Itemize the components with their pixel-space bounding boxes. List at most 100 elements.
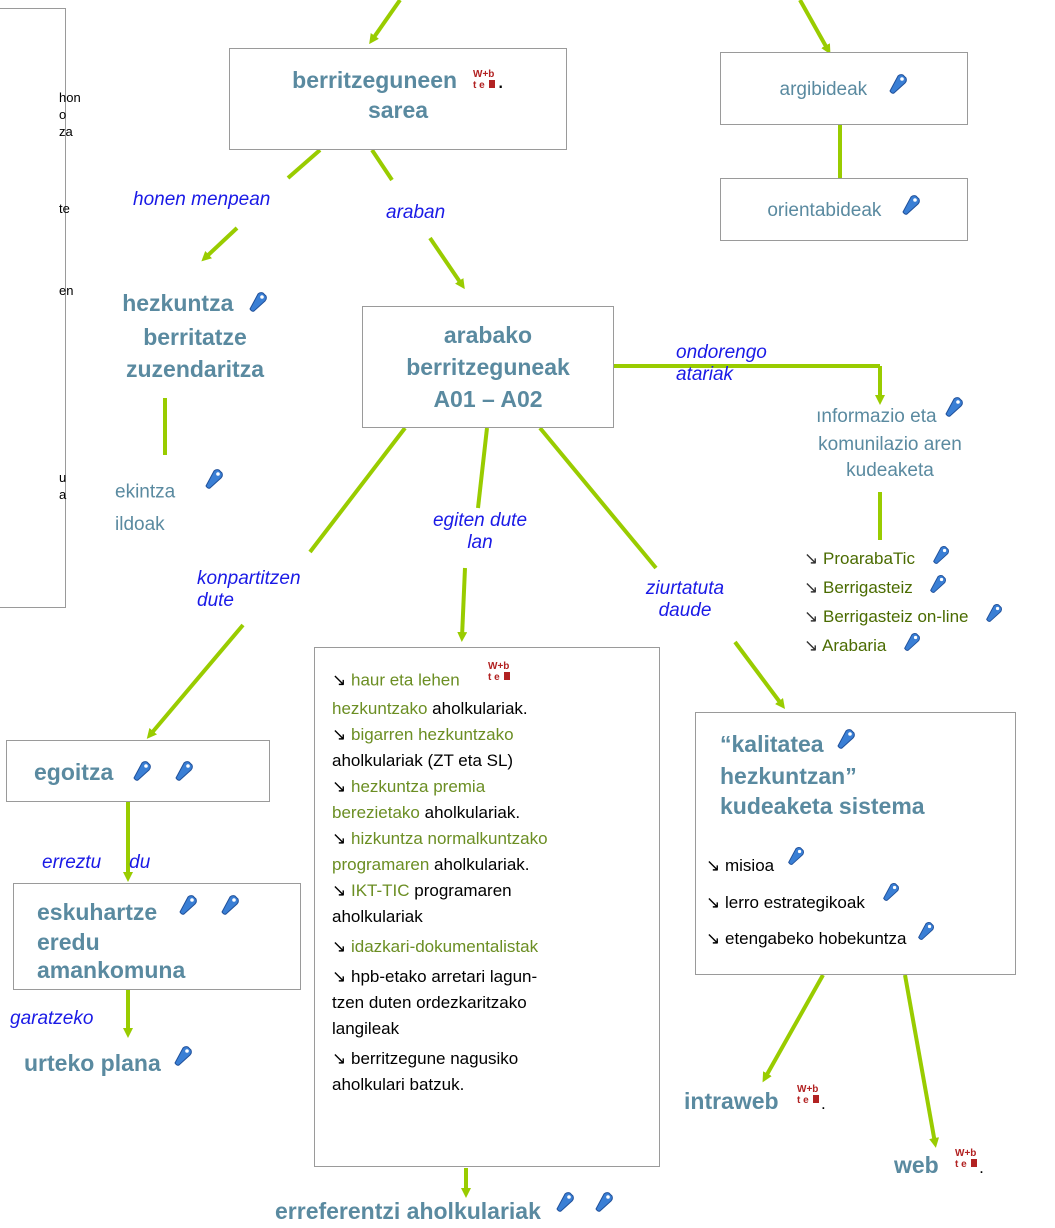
tag-icon[interactable] [834,727,856,757]
tag-icon[interactable] [899,179,921,242]
erreferentzi-label: erreferentzi aholkulariak [275,1198,541,1224]
tag-icon[interactable] [218,894,240,922]
tag-icon[interactable] [942,396,964,426]
eskuhartze-box[interactable]: eskuhartze eredu amankomuna [13,883,301,990]
arrow-bullet-icon: ↘ [706,929,721,949]
advisor-item[interactable]: ↘ idazkari-dokumentalistak [332,934,652,960]
tag-icon[interactable] [172,743,194,805]
argibideak-box[interactable]: argibideak [720,52,968,125]
tag-icon[interactable] [785,843,805,879]
hezkuntza-node[interactable]: hezkuntza berritatze zuzendaritza [95,287,295,385]
advisor-text: aholkulariak. [419,803,521,822]
arrow-bullet-icon: ↘ [706,892,721,912]
link-item[interactable]: ↘ ProarabaTic [804,545,1003,574]
orientabideak-label: orientabideak [767,200,882,221]
fragment: za [59,124,73,139]
tag-icon[interactable] [983,603,1003,632]
informazio-line1: ınformazio eta [816,406,937,428]
urteko-plana-node[interactable]: urteko plana [24,1046,193,1080]
tag-icon[interactable] [930,545,950,574]
egoitza-box[interactable]: egoitza [6,740,270,802]
link-berrigasteiz[interactable]: Berrigasteiz [822,578,913,598]
arrow-top-left [369,0,402,45]
arabako-line2: berritzeguneak [406,354,570,380]
advisor-link[interactable]: programaren [332,855,430,874]
kalitatea-box[interactable]: “kalitatea hezkuntzan” kudeaketa sistema… [695,712,1016,975]
tag-icon[interactable] [130,743,152,805]
link-proarabatic[interactable]: ProarabaTic [822,549,915,568]
advisor-link[interactable]: berezietako [332,803,420,822]
arrow-bullet-icon: ↘ [332,967,347,986]
advisor-text: aholkulariak. [429,855,530,874]
arrow-araban-2 [428,236,465,290]
advisor-text: aholkulariak [332,907,423,926]
arabako-box[interactable]: arabako berritzeguneak A01 – A02 [362,306,614,428]
tag-icon[interactable] [880,879,900,915]
arrow-egiten-1 [476,427,489,509]
fragment: a [59,487,67,502]
arrow-web [903,974,940,1148]
kalitatea-item-label: etengabeko hobekuntza [724,929,907,949]
arrow-bullet-icon: ↘ [332,1049,347,1068]
advisor-link[interactable]: bigarren hezkuntzako [350,725,514,744]
arrow-top-right [798,0,831,55]
kalitatea-item[interactable]: ↘ etengabeko hobekuntza [706,921,935,958]
kalitatea-item[interactable]: ↘ lerro estrategikoak [706,883,935,922]
urteko-label: urteko plana [24,1050,161,1076]
link-berrigasteiz-online[interactable]: Berrigasteiz on-line [822,607,969,627]
tag-icon[interactable] [553,1190,575,1220]
kalitatea-item[interactable]: ↘ misioa [706,846,935,885]
advisor-text: langileak [332,1019,400,1038]
tag-icon[interactable] [915,918,935,954]
kalitatea-line1: “kalitatea [720,731,824,757]
advisor-link[interactable]: IKT-TIC [350,881,410,900]
tag-icon[interactable] [927,574,947,603]
link-item[interactable]: ↘ Berrigasteiz on-line [804,603,1003,632]
advisor-link[interactable]: haur eta lehen [350,670,460,690]
informazio-node[interactable]: ınformazio eta komunilazio aren kudeaket… [795,397,985,484]
tag-icon[interactable] [202,468,224,501]
kalitatea-line3: kudeaketa sistema [720,792,925,819]
advisor-item[interactable]: ↘ hezkuntza premia [332,774,652,800]
link-arabaria[interactable]: Arabaria [822,636,887,656]
tag-icon[interactable] [886,53,908,126]
svg-text:W+b: W+b [955,1148,976,1159]
tag-icon[interactable] [176,894,198,922]
arrow-honen-2 [201,226,239,262]
advisor-item[interactable]: ↘ bigarren hezkuntzako [332,722,652,748]
erreferentzi-node[interactable]: erreferentzi aholkulariak [275,1192,614,1228]
hezkuntza-line1: hezkuntza [122,290,234,316]
label-garatzeko: garatzeko [10,1008,94,1029]
label-araban: araban [386,202,446,223]
advisor-item[interactable]: ↘ hizkuntza normalkuntzako [332,826,652,852]
svg-text:W+b: W+b [797,1084,818,1095]
eskuhartze-line3: amankomuna [37,956,186,983]
intraweb-label: intraweb [684,1088,779,1114]
label-konpartitzen: konpartitzen dute [197,568,301,612]
advisor-link[interactable]: idazkari-dokumentalistak [350,937,539,956]
advisor-link[interactable]: hezkuntzako [332,699,428,718]
svg-text:W+b: W+b [473,69,494,80]
arabako-line1: arabako [443,322,533,348]
tag-icon[interactable] [592,1190,614,1220]
advisor-item[interactable]: ↘ IKT-TIC programaren [332,878,652,904]
link-item[interactable]: ↘ Berrigasteiz [804,574,1003,603]
link-item[interactable]: ↘ Arabaria [804,632,1003,661]
tag-icon[interactable] [171,1044,193,1074]
dot: . [820,1094,826,1113]
tag-icon[interactable] [246,289,268,321]
advisor-link[interactable]: hizkuntza normalkuntzako [350,829,548,848]
ekintza-ildoak-node[interactable]: ekintza ildoak [115,469,224,541]
orientabideak-box[interactable]: orientabideak [720,178,968,241]
tag-icon[interactable] [901,632,921,661]
advisor-link[interactable]: hezkuntza premia [350,777,486,796]
